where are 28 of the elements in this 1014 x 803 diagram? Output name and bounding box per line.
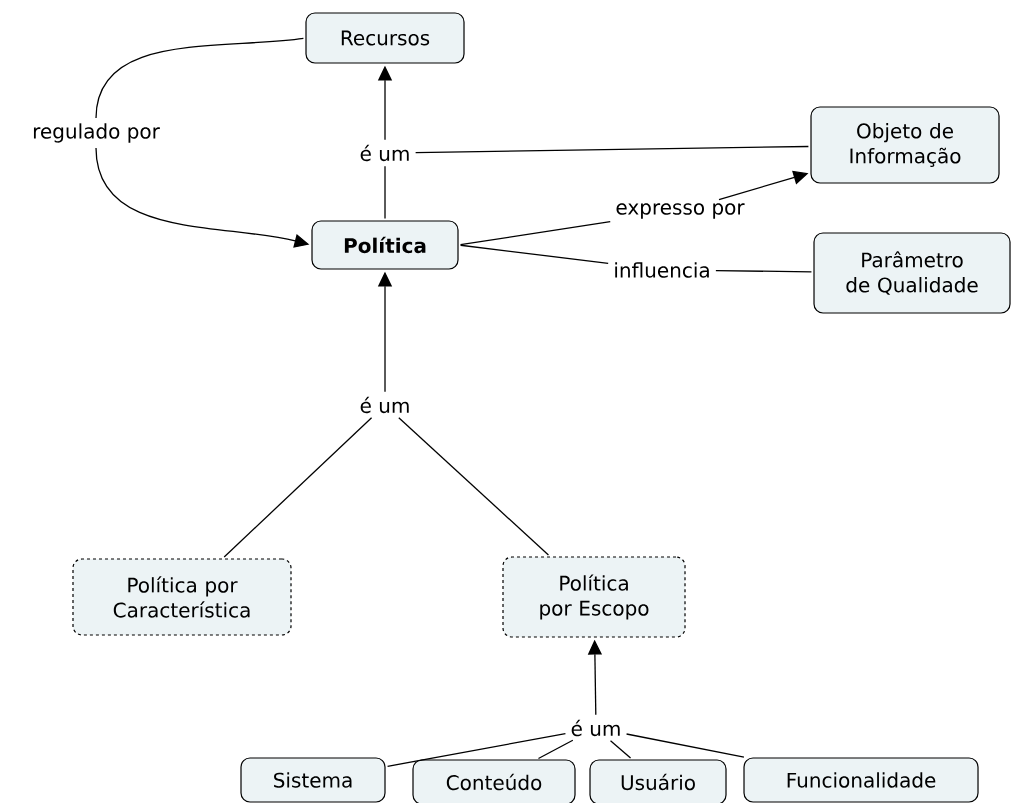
connector-line bbox=[537, 739, 574, 760]
connector-line bbox=[386, 732, 567, 767]
concept-box: Política por Característica bbox=[72, 558, 292, 636]
connector-line bbox=[459, 244, 609, 265]
linking-phrase: influencia bbox=[610, 259, 714, 281]
connector-line bbox=[625, 733, 745, 758]
connector-line bbox=[398, 417, 550, 556]
linking-phrase: é um bbox=[356, 141, 414, 165]
connector-line bbox=[459, 221, 611, 246]
linking-phrase: regulado por bbox=[29, 120, 163, 146]
concept-box: Funcionalidade bbox=[743, 757, 979, 803]
concept-box: Conteúdo bbox=[412, 759, 576, 803]
linking-phrase: é um bbox=[567, 716, 625, 740]
connector-line bbox=[95, 37, 305, 119]
connector-line bbox=[384, 165, 386, 220]
linking-phrase: expresso por bbox=[612, 200, 748, 222]
connector-line bbox=[609, 740, 632, 759]
connector-line bbox=[414, 145, 810, 154]
linking-phrase: é um bbox=[356, 393, 414, 417]
concept-box: Usuário bbox=[589, 759, 727, 803]
connector-line bbox=[223, 417, 373, 558]
concept-box: Sistema bbox=[240, 757, 386, 803]
concept-box: Política bbox=[311, 220, 459, 270]
concept-box: Recursos bbox=[305, 12, 465, 64]
concept-box: Objeto de Informação bbox=[810, 106, 1000, 184]
concept-box: Política por Escopo bbox=[502, 556, 686, 638]
connector-line bbox=[715, 270, 813, 273]
concept-box: Parâmetro de Qualidade bbox=[813, 232, 1011, 314]
